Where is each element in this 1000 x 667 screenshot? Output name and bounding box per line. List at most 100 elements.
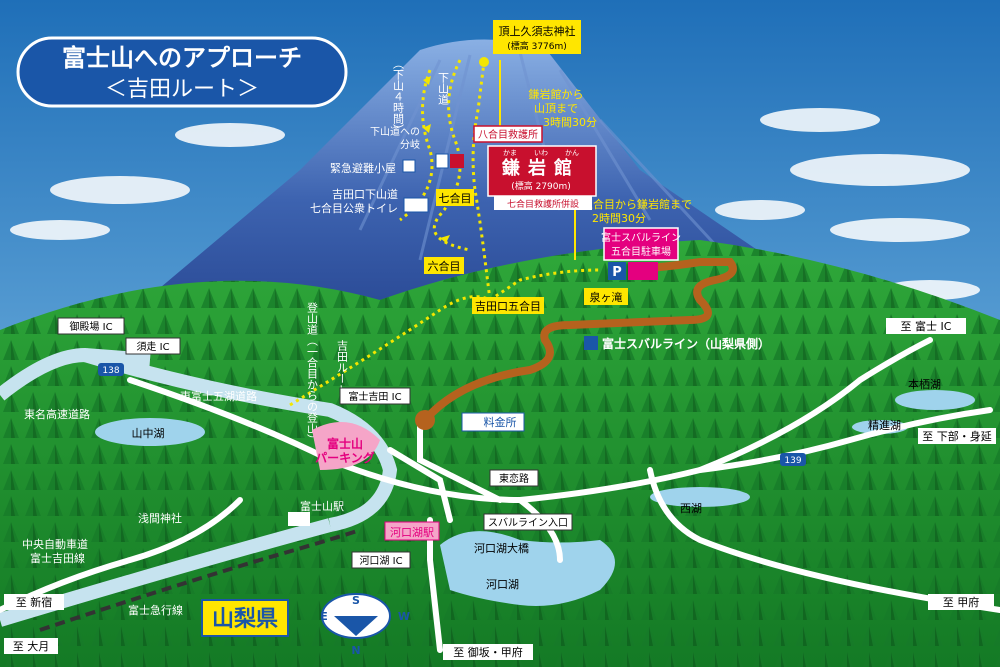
kamaiwakan-label: かま いわ かん 鎌岩館 (標高 2790m) [487, 145, 597, 197]
yamanakako-label: 山中湖 [132, 427, 165, 440]
destinations: 至 富士 IC 至 下部・身延 至 甲府 至 御坂・甲府 至 新宿 至 大月 [4, 318, 996, 660]
compass-s: S [352, 594, 360, 607]
rokugome-text: 六合目 [428, 259, 461, 273]
gogome-text: 吉田口五合目 [475, 299, 541, 313]
chuo-expressway-label: 中央自動車道 富士吉田線 [22, 537, 88, 565]
fujisan-parking-line2: パーキング [315, 450, 375, 465]
subaru-line-text: 富士スバルライン（山梨県側） [602, 336, 770, 351]
compass-n: N [351, 644, 360, 657]
sengen-shrine-label: 浅間神社 [138, 511, 182, 525]
title-line1: 富士山へのアプローチ [62, 44, 302, 72]
title-badge: 富士山へのアプローチ ＜吉田ルート＞ [16, 36, 348, 108]
route-138-shield: 138 [98, 363, 124, 376]
expressway-tomei [0, 347, 151, 401]
fujisan-station-icon [288, 512, 310, 526]
parking-icon-letter: P [612, 265, 622, 280]
title-line2: ＜吉田ルート＞ [105, 77, 259, 102]
climbing-trail-line1: 吉田ルート [336, 340, 349, 395]
toilet-line1: 吉田口下山道 [332, 187, 398, 201]
to-kofu-text: 至 甲府 [943, 595, 980, 609]
higashikoiji-label: 東恋路 [489, 469, 539, 487]
higashi-fuji-goko-label: 東富士五湖道路 [180, 389, 257, 403]
summit-name: 頂上久須志神社 [499, 24, 576, 38]
summit-label: 頂上久須志神社 (標高 3776m) [493, 20, 581, 54]
shojiko-label: 精進湖 [868, 419, 901, 432]
tollgate-label: 料金所 [461, 412, 525, 432]
descent-fork-line2: 分岐 [400, 138, 420, 151]
fujiyoshida-ic-text: 富士吉田 IC [348, 390, 401, 403]
to-otsuki-text: 至 大月 [13, 639, 50, 653]
kamaiwakan-ruby-2: いわ [534, 149, 548, 157]
to-shinjuku-sign [4, 594, 64, 610]
subaru-line-road [421, 258, 737, 424]
subaru-parking-line1: 富士スバルライン [601, 231, 681, 244]
saiko-label: 西湖 [680, 502, 702, 515]
compass-e: E [320, 610, 328, 623]
lake-motosuko [895, 390, 975, 410]
kamaiwakan-note-text: 七合目救護所併設 [507, 198, 579, 210]
fujisan-station-label: 富士山駅 [300, 499, 344, 513]
compass: S E W N [320, 593, 410, 657]
to-gyoku-text: 至 御坂・甲府 [453, 645, 523, 659]
to-shimobe-sign [918, 428, 996, 444]
time-to-kamaiwa-line1: 五合目から鎌岩館まで [582, 197, 692, 211]
time-to-kamaiwa-line2: 2時間30分 [592, 212, 646, 225]
time-to-kamaiwa: 五合目から鎌岩館まで 2時間30分 [582, 197, 692, 225]
descent-route-label: 下山道 [437, 72, 450, 105]
compass-needle [334, 616, 378, 636]
parking-icon-upper [435, 153, 449, 169]
time-to-summit-line2: 山頂まで [534, 102, 578, 115]
to-shimobe-text: 至 下部・身延 [922, 429, 992, 443]
hachigome-aid-label: 八合目救護所 [473, 125, 543, 143]
kamaiwakan-ruby-1: かま [503, 149, 517, 157]
subaru-line-label: 富士スバルライン（山梨県側） [584, 336, 770, 351]
summit-marker [479, 57, 489, 67]
descent-time-label: 下山道 （下山４時間） [392, 58, 450, 135]
shelter-label: 緊急避難小屋 [330, 161, 396, 175]
gotemba-ic-label: 御殿場 IC [57, 317, 125, 335]
parking-icon [608, 262, 626, 280]
tollgate-text: 料金所 [484, 415, 517, 429]
expressway-higashi-fuji-goko [82, 348, 398, 532]
chuo-expressway-line1: 中央自動車道 [22, 537, 88, 551]
tollgate-marker [415, 410, 435, 430]
lake-kawaguchiko [440, 531, 615, 606]
nanagome-label: 七合目 [436, 189, 474, 206]
roads [0, 337, 1000, 653]
kamaiwakan-note: 七合目救護所併設 [494, 196, 592, 210]
yamanashi-label: 山梨県 [201, 599, 289, 637]
kawaguchiko-station-label: 河口湖駅 [384, 521, 440, 541]
route-139-text: 139 [784, 456, 801, 466]
kamaiwakan-ruby-3: かん [565, 149, 579, 157]
toilet-line2: 七合目公衆トイレ [310, 201, 398, 215]
yamanashi-text: 山梨県 [212, 607, 278, 632]
kamaiwakan-name: 鎌岩館 [501, 157, 580, 179]
kamaiwakan-elevation: (標高 2790m) [511, 180, 571, 192]
subaru-entrance-text: スバルライン入口 [488, 517, 568, 529]
rokugome-label: 六合目 [424, 257, 464, 274]
climbing-trail-label: 吉田ルート 登山道（一合目からの登山） [306, 301, 349, 445]
route-139-shield: 139 [780, 453, 806, 466]
subashiri-ic-label: 須走 IC [125, 337, 181, 355]
lake-yamanakako [95, 418, 205, 446]
time-to-summit-line1: 鎌岩館から [529, 87, 584, 101]
compass-w: W [398, 610, 410, 623]
to-shinjuku-text: 至 新宿 [16, 595, 53, 609]
kawaguchiko-label: 河口湖 [486, 578, 519, 591]
hachigome-aid-text: 八合目救護所 [478, 128, 538, 141]
hut-icon [450, 154, 464, 168]
chuo-expressway-line2: 富士吉田線 [30, 551, 85, 565]
descent-fork-line1: 下山道への [370, 125, 420, 138]
summit-elevation: (標高 3776m) [507, 40, 567, 52]
lake-saiko [650, 487, 750, 507]
time-to-summit: 鎌岩館から 山頂まで 3時間30分 [529, 87, 598, 129]
nanagome-text: 七合目 [439, 191, 472, 205]
subaru-parking-line2: 五合目駐車場 [611, 245, 671, 258]
fujikyu-line-label: 富士急行線 [128, 603, 183, 617]
subaru-entrance-label: スバルライン入口 [483, 513, 573, 531]
time-to-summit-line3: 3時間30分 [543, 116, 597, 129]
higashikoiji-text: 東恋路 [499, 472, 529, 485]
motosuko-label: 本栖湖 [908, 377, 941, 391]
kawaguchiko-ic-text: 河口湖 IC [359, 555, 402, 567]
